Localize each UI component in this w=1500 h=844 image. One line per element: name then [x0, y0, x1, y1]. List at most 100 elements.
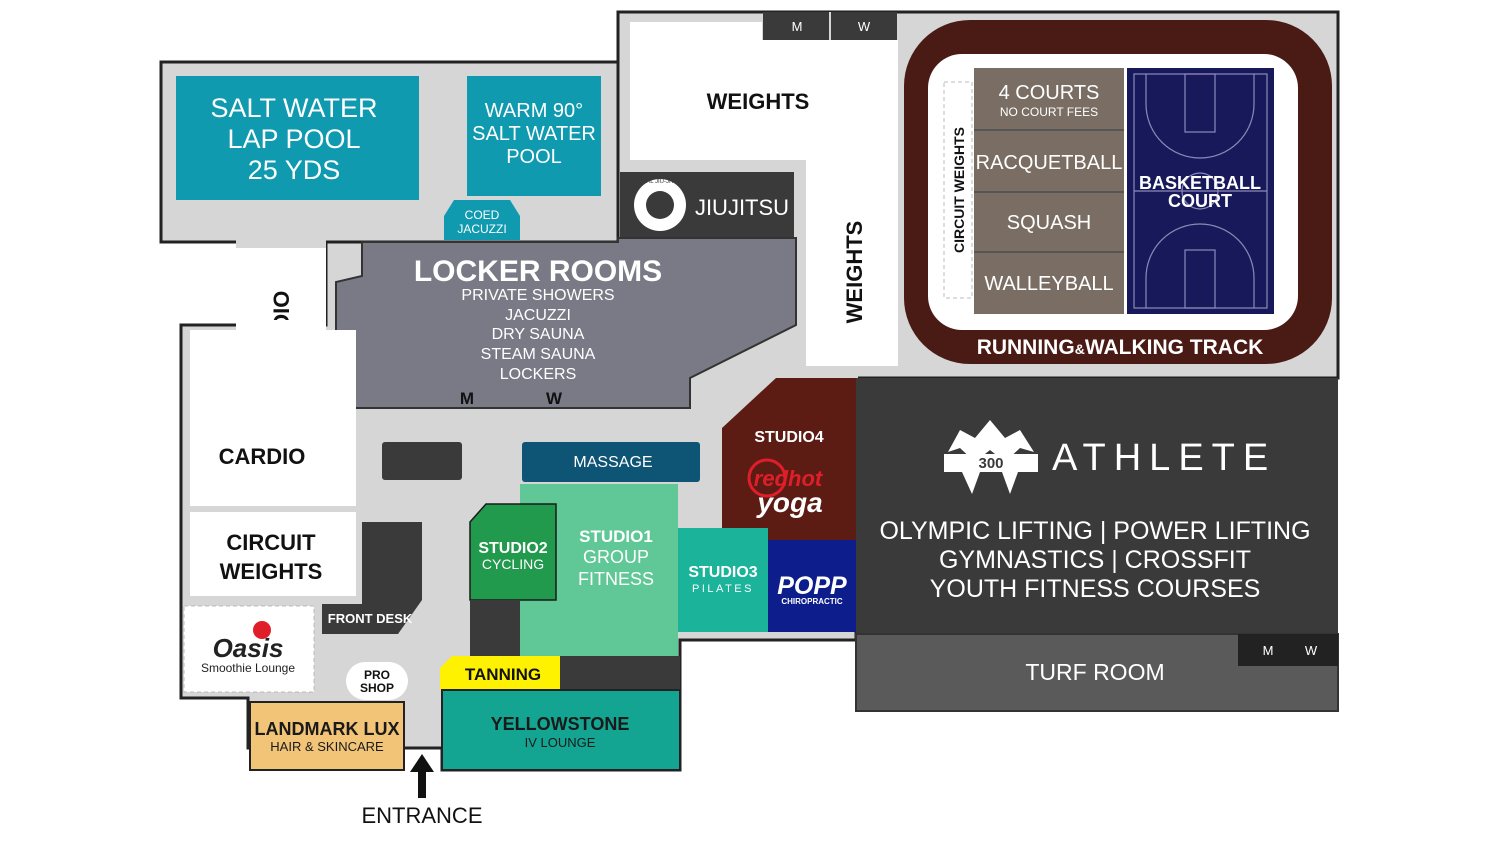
svg-text:DRY SAUNA: DRY SAUNA: [492, 326, 585, 343]
circuit-weights-room: CIRCUIT WEIGHTS: [190, 512, 356, 596]
entrance: ENTRANCE: [361, 754, 483, 828]
svg-text:Smoothie Lounge: Smoothie Lounge: [201, 661, 295, 675]
svg-text:OLYMPIC LIFTING | POWER LIFTIN: OLYMPIC LIFTING | POWER LIFTING: [879, 517, 1310, 545]
svg-text:M: M: [1263, 643, 1274, 658]
svg-text:MASSAGE: MASSAGE: [573, 454, 652, 471]
athlete-gym: 300 ATHLETE OLYMPIC LIFTING | POWER LIFT…: [856, 378, 1338, 634]
svg-text:LAP POOL: LAP POOL: [227, 124, 360, 154]
svg-text:300: 300: [978, 455, 1003, 472]
tanning-room: TANNING: [440, 656, 560, 690]
svg-text:LOCKER ROOMS: LOCKER ROOMS: [414, 255, 662, 288]
svg-text:COURT: COURT: [1168, 191, 1232, 211]
lap-pool: SALT WATER LAP POOL 25 YDS: [176, 76, 419, 200]
svg-text:ATHLETE: ATHLETE: [1052, 437, 1276, 479]
svg-text:W: W: [1305, 643, 1318, 658]
svg-text:PRO: PRO: [364, 668, 390, 682]
svg-text:BASKETBALL: BASKETBALL: [1139, 173, 1261, 193]
svg-text:4 COURTS: 4 COURTS: [999, 82, 1100, 104]
svg-text:SALT WATER: SALT WATER: [210, 93, 377, 123]
svg-text:CARDIO: CARDIO: [219, 444, 306, 469]
pro-shop: PRO SHOP: [346, 662, 408, 700]
walleyball-court: WALLEYBALL: [984, 273, 1113, 295]
svg-text:HAIR & SKINCARE: HAIR & SKINCARE: [270, 739, 384, 754]
basketball-court: BASKETBALL COURT: [1127, 68, 1274, 314]
svg-text:JIUJITSU: JIUJITSU: [695, 195, 789, 220]
studio3-pilates: STUDIO3 PILATES: [678, 528, 768, 632]
equipment-block: [382, 442, 462, 480]
svg-text:STEAM SAUNA: STEAM SAUNA: [481, 346, 596, 363]
svg-text:WEIGHTS: WEIGHTS: [842, 221, 867, 324]
svg-text:M: M: [460, 389, 474, 408]
svg-text:FITNESS: FITNESS: [578, 569, 654, 589]
locker-rooms: LOCKER ROOMS PRIVATE SHOWERS JACUZZI DRY…: [335, 237, 797, 409]
front-desk: FRONT DESK: [322, 522, 422, 634]
svg-text:JACUZZI: JACUZZI: [457, 222, 506, 236]
svg-text:STUDIO1: STUDIO1: [579, 527, 653, 546]
massage-room: MASSAGE: [522, 442, 700, 482]
svg-text:Oasis: Oasis: [213, 633, 284, 663]
courts: 4 COURTS NO COURT FEES RACQUETBALL SQUAS…: [974, 68, 1124, 314]
squash-court: SQUASH: [1007, 212, 1091, 234]
tanning-annex: [560, 656, 680, 690]
warm-pool: WARM 90° SALT WATER POOL: [467, 76, 601, 196]
svg-text:IV LOUNGE: IV LOUNGE: [525, 735, 596, 750]
studio2-cycling: STUDIO2 CYCLING: [469, 503, 557, 601]
svg-text:W: W: [546, 389, 563, 408]
storage-block: [470, 600, 520, 656]
svg-text:TURF ROOM: TURF ROOM: [1025, 659, 1164, 685]
svg-text:yoga: yoga: [755, 487, 822, 518]
cardio-area-lower: CARDIO: [190, 320, 356, 506]
weights-area-top: WEIGHTS: [630, 22, 898, 160]
svg-text:SALT WATER: SALT WATER: [472, 123, 596, 145]
strawberry-icon: [253, 621, 271, 639]
svg-text:WEIGHTS: WEIGHTS: [220, 559, 323, 584]
svg-text:GROUP: GROUP: [583, 547, 649, 567]
svg-text:VITAL JIU-JITSU: VITAL JIU-JITSU: [637, 179, 682, 185]
svg-text:CIRCUIT: CIRCUIT: [226, 530, 316, 555]
weights-area-side: WEIGHTS: [806, 150, 898, 366]
svg-text:STUDIO4: STUDIO4: [754, 429, 823, 446]
svg-text:PILATES: PILATES: [692, 583, 754, 595]
svg-text:CIRCUIT WEIGHTS: CIRCUIT WEIGHTS: [951, 127, 967, 253]
svg-text:STUDIO3: STUDIO3: [688, 564, 757, 581]
oasis-smoothie-lounge: Oasis Smoothie Lounge: [183, 605, 315, 693]
svg-text:redhot: redhot: [754, 466, 824, 491]
racquetball-court: RACQUETBALL: [976, 152, 1123, 174]
yellowstone-iv-lounge: YELLOWSTONE IV LOUNGE: [441, 689, 681, 771]
svg-text:CYCLING: CYCLING: [482, 556, 544, 572]
svg-text:TANNING: TANNING: [465, 665, 541, 684]
svg-text:YOUTH FITNESS COURSES: YOUTH FITNESS COURSES: [930, 575, 1261, 603]
svg-text:COED: COED: [465, 208, 500, 222]
svg-text:WEIGHTS: WEIGHTS: [707, 89, 810, 114]
svg-text:POOL: POOL: [506, 146, 562, 168]
svg-text:PRIVATE SHOWERS: PRIVATE SHOWERS: [461, 287, 614, 304]
restrooms-top: M W: [763, 12, 897, 40]
svg-text:25 YDS: 25 YDS: [248, 155, 341, 185]
svg-text:WARM 90°: WARM 90°: [485, 100, 583, 122]
svg-text:JACUZZI: JACUZZI: [505, 307, 571, 324]
svg-text:SHOP: SHOP: [360, 681, 394, 695]
svg-text:W: W: [858, 19, 871, 34]
svg-text:YELLOWSTONE: YELLOWSTONE: [491, 714, 630, 734]
yoga-logo: [747, 458, 787, 498]
restrooms-turf: M W: [1238, 634, 1338, 666]
svg-text:NO COURT FEES: NO COURT FEES: [1000, 105, 1098, 119]
svg-text:LOCKERS: LOCKERS: [500, 366, 576, 383]
svg-text:RUNNING&WALKING TRACK: RUNNING&WALKING TRACK: [977, 336, 1264, 359]
svg-text:POPP: POPP: [777, 572, 847, 600]
circuit-weights-strip: CIRCUIT WEIGHTS: [943, 81, 973, 299]
svg-text:M: M: [792, 19, 803, 34]
entrance-arrow-icon: [410, 754, 434, 798]
coed-jacuzzi: COED JACUZZI: [444, 200, 520, 240]
svg-text:ENTRANCE: ENTRANCE: [361, 803, 482, 828]
popp-chiropractic: POPP CHIROPRACTIC: [768, 540, 856, 632]
svg-text:CHIROPRACTIC: CHIROPRACTIC: [781, 597, 843, 606]
jiujitsu-room: VITAL JIU-JITSU JIUJITSU: [620, 172, 794, 238]
svg-text:FRONT DESK: FRONT DESK: [328, 611, 413, 626]
svg-text:STUDIO2: STUDIO2: [478, 540, 547, 557]
phoenix-logo: 300: [944, 420, 1038, 494]
svg-text:GYMNASTICS | CROSSFIT: GYMNASTICS | CROSSFIT: [939, 546, 1251, 574]
studio4-yoga: STUDIO4 redhot yoga: [722, 378, 856, 540]
landmark-lux: LANDMARK LUX HAIR & SKINCARE: [249, 701, 405, 771]
